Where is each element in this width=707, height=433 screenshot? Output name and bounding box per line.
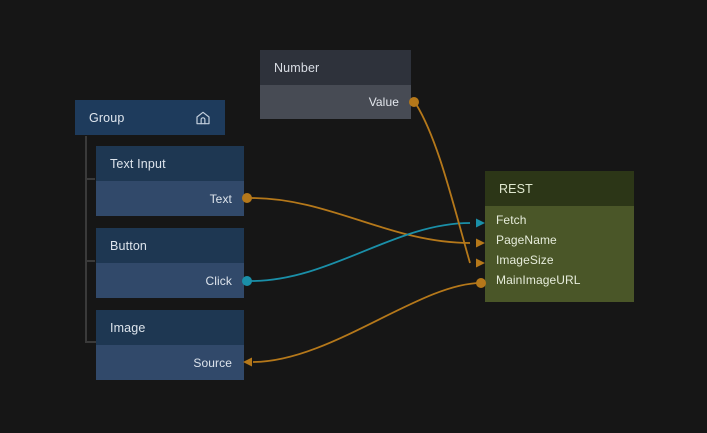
node-button[interactable]: Button Click [96, 228, 244, 298]
node-text-input-title: Text Input [110, 156, 166, 171]
port-text[interactable]: Text [96, 181, 244, 216]
node-button-header[interactable]: Button [96, 228, 244, 263]
port-pagename[interactable]: PageName [485, 230, 634, 250]
port-mainimageurl-label: MainImageURL [496, 273, 581, 287]
port-click[interactable]: Click [96, 263, 244, 298]
node-number-body: Value [260, 85, 411, 119]
node-image-header[interactable]: Image [96, 310, 244, 345]
node-group-header[interactable]: Group [75, 100, 225, 135]
home-icon[interactable] [195, 110, 211, 126]
node-group[interactable]: Group [75, 100, 225, 135]
port-source-label: Source [193, 355, 232, 370]
node-rest-title: REST [499, 181, 533, 196]
port-value[interactable]: Value [260, 85, 411, 119]
port-text-label: Text [209, 191, 232, 206]
port-imagesize[interactable]: ImageSize [485, 250, 634, 270]
node-button-title: Button [110, 238, 148, 253]
port-pagename-label: PageName [496, 233, 557, 247]
node-text-input[interactable]: Text Input Text [96, 146, 244, 216]
port-source[interactable]: Source [96, 345, 244, 380]
port-value-label: Value [368, 95, 399, 109]
node-group-title: Group [89, 110, 125, 125]
wire-click-to-fetch [250, 222, 471, 282]
port-imagesize-label: ImageSize [496, 253, 554, 267]
node-image-title: Image [110, 320, 146, 335]
node-text-input-body: Text [96, 181, 244, 216]
node-rest-header[interactable]: REST [485, 171, 634, 206]
wire-value-to-imagesize [415, 103, 471, 264]
node-text-input-header[interactable]: Text Input [96, 146, 244, 181]
node-rest-body: Fetch PageName ImageSize MainImageURL [485, 206, 634, 302]
node-image-body: Source [96, 345, 244, 380]
port-click-label: Click [205, 273, 232, 288]
wire-text-to-pagename [250, 197, 471, 244]
node-button-body: Click [96, 263, 244, 298]
node-image[interactable]: Image Source [96, 310, 244, 380]
port-mainimageurl[interactable]: MainImageURL [485, 270, 634, 290]
port-fetch-label: Fetch [496, 213, 527, 227]
node-number-title: Number [274, 60, 320, 75]
node-number-header[interactable]: Number [260, 50, 411, 85]
node-rest[interactable]: REST Fetch PageName ImageSize MainImageU… [485, 171, 634, 302]
wire-mainimageurl-to-source [252, 282, 482, 363]
port-fetch[interactable]: Fetch [485, 210, 634, 230]
node-number[interactable]: Number Value [260, 50, 411, 119]
